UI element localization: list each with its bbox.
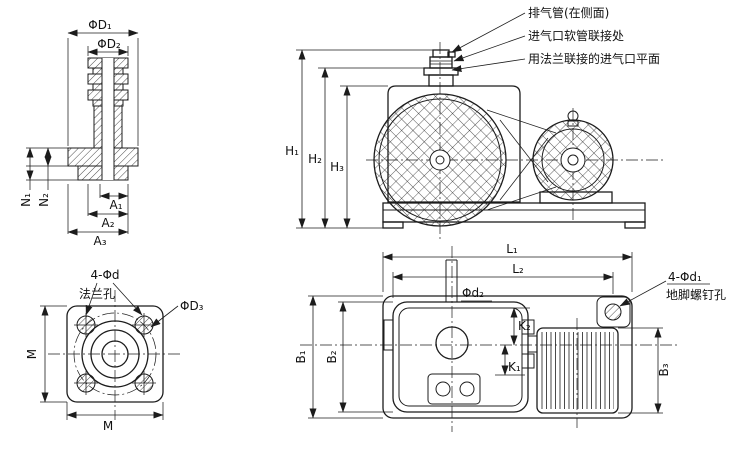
dim-label-phi-d1: ΦD₁ — [88, 18, 112, 32]
dim-label-n2: N₂ — [37, 193, 51, 207]
flange-raised-face — [81, 320, 149, 388]
dim-label-k1: K₁ — [508, 360, 521, 374]
label-anchor-holes: 4-Φd₁ — [668, 270, 702, 284]
inlet-cap — [432, 49, 450, 58]
anchor-bolt-detail: 4-Φd₁ 地脚螺钉孔 — [596, 270, 726, 328]
label-anchor-holes-note: 地脚螺钉孔 — [666, 287, 726, 302]
hose-fitting-section — [67, 57, 139, 181]
callout-exhaust-pipe: 排气管(在侧面) — [528, 5, 609, 20]
dim-label-l2: L₂ — [512, 262, 524, 276]
dim-k1-k2: K₂ K₁ — [495, 307, 531, 376]
dim-label-m-left: M — [25, 349, 39, 359]
side-pad — [383, 319, 394, 351]
dim-label-b3: B₃ — [657, 363, 671, 376]
pump-base — [382, 202, 646, 229]
label-phi-d3: ΦD₃ — [180, 299, 204, 313]
flange-section-view: ΦD₁ ΦD₂ N₁ N₂ — [19, 18, 139, 248]
hose-connector — [429, 56, 453, 69]
dim-label-l1: L₁ — [506, 242, 518, 256]
dim-label-k2: K₂ — [518, 319, 531, 333]
plan-view: Φd₂ 4-Φd₁ 地脚螺钉孔 L₁ L₂ — [294, 242, 726, 432]
dim-phi-d1: ΦD₁ — [67, 18, 139, 146]
dim-label-a2: A₂ — [101, 216, 114, 230]
base-foot-right — [624, 221, 646, 229]
bolt-circle — [73, 312, 157, 396]
plan-motor — [527, 327, 619, 414]
label-bolt-holes-note: 法兰孔 — [79, 287, 115, 301]
side-tab-upper — [521, 319, 535, 335]
dim-label-h1: H₁ — [285, 144, 299, 158]
dim-h1-h2-h3: H₁ H₂ H₃ — [285, 49, 433, 229]
dim-label-m-bottom: M — [103, 419, 113, 433]
inlet-stack — [423, 49, 459, 87]
flange-face-view: 4-Φd 法兰孔 ΦD₃ M M — [25, 268, 204, 433]
flange-bolt-holes — [74, 313, 156, 395]
base-plate-outline — [382, 295, 633, 419]
lifting-eye-base — [567, 120, 579, 127]
inlet-neck — [428, 74, 454, 87]
pulley-guard — [373, 93, 507, 227]
flange-bore — [101, 340, 129, 368]
motor-fins — [541, 332, 614, 409]
dim-label-a3: A₃ — [93, 234, 106, 248]
dim-label-h3: H₃ — [330, 160, 344, 174]
dim-label-a1: A₁ — [109, 198, 122, 212]
dim-m-bottom: M — [66, 402, 164, 433]
dim-a1-a2-a3: A₁ A₂ A₃ — [67, 184, 129, 248]
dim-m-left: M — [25, 305, 67, 403]
dim-b1-b2-b3: B₁ B₂ B₃ — [294, 295, 671, 419]
flange-port-outer — [90, 329, 140, 379]
plan-pump-body — [383, 301, 535, 413]
dim-label-phi-d2: ΦD₂ — [97, 37, 121, 51]
label-phi-d2-small: Φd₂ — [462, 286, 484, 300]
dim-n1-n2: N₁ N₂ — [19, 147, 78, 207]
dim-phi-d2: ΦD₂ — [87, 37, 129, 56]
dim-label-b1: B₁ — [294, 350, 308, 363]
base-foot-left — [382, 221, 404, 229]
inlet-flange — [423, 67, 459, 76]
flange-square — [66, 305, 164, 403]
coupling — [527, 335, 538, 353]
callouts: 排气管(在侧面) 进气口软管联接处 用法兰联接的进气口平面 — [451, 5, 660, 73]
dim-label-h2: H₂ — [308, 152, 322, 166]
bore — [102, 58, 114, 180]
filler-port — [435, 326, 469, 360]
side-tab-lower — [521, 353, 535, 369]
callout-inlet-flange-plane: 用法兰联接的进气口平面 — [528, 51, 660, 66]
gas-ballast-block — [427, 373, 481, 405]
motor-guard — [532, 110, 614, 201]
flange-face-labels: 4-Φd 法兰孔 ΦD₃ — [79, 268, 204, 328]
dim-label-b2: B₂ — [325, 350, 339, 363]
pump-body — [387, 85, 521, 203]
elevation-view: H₁ H₂ H₃ 排气管(在侧面) 进气口软管联接处 用法兰联接的进气口平面 — [285, 5, 664, 240]
callout-inlet-hose-joint: 进气口软管联接处 — [528, 28, 624, 43]
label-bolt-holes: 4-Φd — [90, 268, 119, 282]
dim-label-n1: N₁ — [19, 193, 33, 207]
dim-l1-l2: L₁ L₂ — [382, 242, 633, 298]
